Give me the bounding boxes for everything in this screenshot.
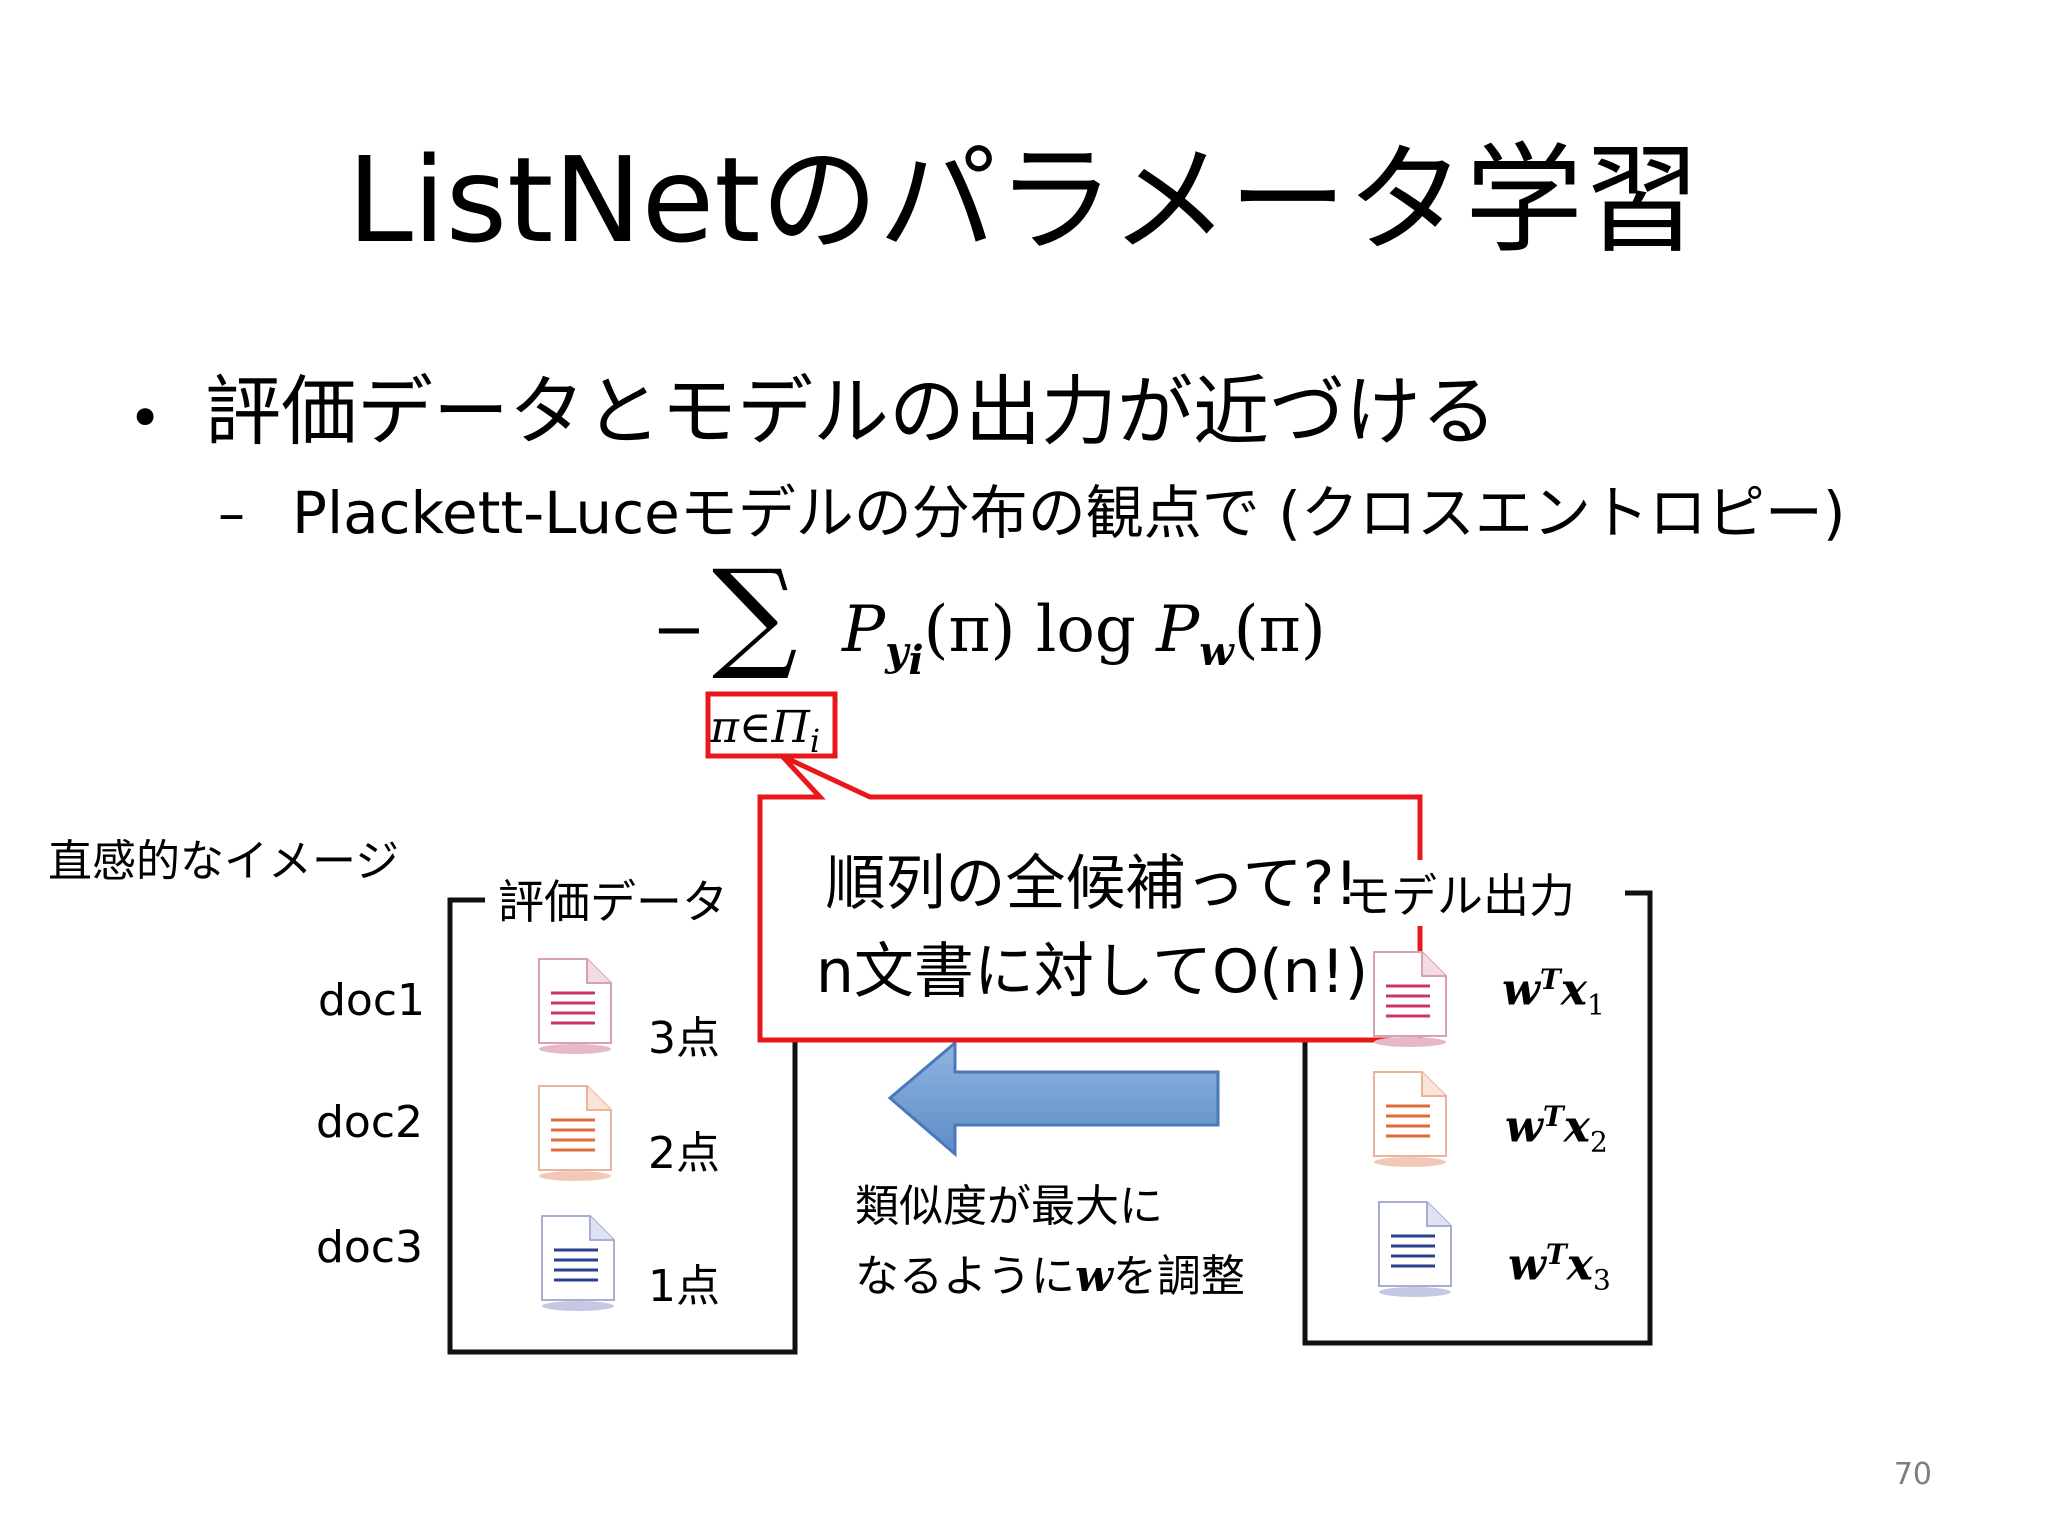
callout-bubble	[757, 753, 1423, 1043]
model-score-doc1: wTx1	[1502, 963, 1605, 1021]
adjust-w: w	[1075, 1251, 1113, 1302]
model-score-doc3: wTx3	[1508, 1238, 1611, 1296]
wx2-T: T	[1542, 1100, 1564, 1133]
adjust-line-2b: を調整	[1112, 1251, 1245, 1302]
wx1-w: w	[1502, 964, 1540, 1016]
sub-bullet-text: Plackett-Luceモデルの分布の観点で (クロスエントロピー)	[292, 479, 1846, 547]
page-number: 70	[1893, 1457, 1932, 1492]
left-box-frame	[447, 897, 798, 1355]
wx3-x: x	[1566, 1239, 1593, 1291]
formula-sigma: ∑	[712, 545, 798, 684]
doc-label-2: doc2	[316, 1097, 424, 1148]
callout-line-1: 順列の全候補って?!	[825, 849, 1359, 919]
document-icon-doc1-eval	[538, 958, 612, 1054]
callout-line-2: n文書に対してO(n!)	[815, 937, 1369, 1007]
score-doc2: 2点	[648, 1128, 720, 1179]
document-icon-doc3-model	[1378, 1201, 1452, 1297]
summation-highlight-box	[705, 691, 838, 759]
adjust-caption: 類似度が最大に なるようにwを調整	[855, 1172, 1275, 1312]
formula-body: Pyi(π) log Pw(π)	[842, 585, 1326, 706]
left-box-label: 評価データ	[488, 866, 738, 932]
adjust-line-2: なるようにwを調整	[855, 1242, 1275, 1312]
formula-p2: P	[1156, 593, 1200, 667]
formula-w: w	[1199, 627, 1234, 675]
formula-i: i	[908, 636, 924, 684]
callout-text: 順列の全候補って?! n文書に対してO(n!)	[762, 840, 1422, 1016]
left-arrow-icon	[887, 1039, 1220, 1158]
formula-summation-index: π∈Πi	[710, 700, 820, 769]
wx2-x: x	[1563, 1101, 1590, 1153]
adjust-line-2a: なるように	[855, 1251, 1075, 1302]
score-doc3: 1点	[648, 1261, 720, 1312]
bullet-marker: •	[128, 384, 163, 452]
wx3-T: T	[1545, 1238, 1567, 1271]
slide-title: ListNetのパラメータ学習	[347, 131, 1701, 269]
sub-bullet-marker: –	[218, 482, 245, 545]
wx3-sub: 3	[1592, 1263, 1611, 1297]
adjust-line-1: 類似度が最大に	[855, 1181, 1163, 1232]
document-icon-doc2-model	[1373, 1071, 1447, 1167]
diagram-heading: 直感的なイメージ	[48, 836, 400, 887]
wx1-x: x	[1560, 964, 1587, 1016]
formula-pi-arg2: (π)	[1233, 593, 1326, 667]
model-score-doc2: wTx2	[1505, 1100, 1608, 1158]
formula-log: log	[1015, 593, 1157, 667]
doc-label-3: doc3	[316, 1222, 424, 1273]
formula-y: y	[885, 627, 909, 675]
formula-under-i: i	[809, 721, 821, 760]
formula-p1: P	[842, 593, 886, 667]
formula-under-pi: π∈Π	[710, 702, 810, 753]
document-icon-doc3-eval	[541, 1215, 615, 1311]
bullet-text: 評価データとモデルの出力が近づける	[205, 367, 1497, 456]
score-doc1: 3点	[648, 1013, 720, 1064]
document-icon-doc2-eval	[538, 1085, 612, 1181]
document-icon-doc1-model	[1373, 951, 1447, 1047]
wx3-w: w	[1508, 1239, 1546, 1291]
wx1-T: T	[1539, 963, 1561, 996]
wx1-sub: 1	[1586, 988, 1605, 1022]
right-box-label: モデル出力	[1335, 860, 1585, 926]
wx2-w: w	[1505, 1101, 1543, 1153]
wx2-sub: 2	[1589, 1125, 1608, 1159]
formula-pi-arg1: (π)	[923, 593, 1016, 667]
formula-minus: −	[652, 593, 706, 667]
doc-label-1: doc1	[318, 975, 426, 1026]
